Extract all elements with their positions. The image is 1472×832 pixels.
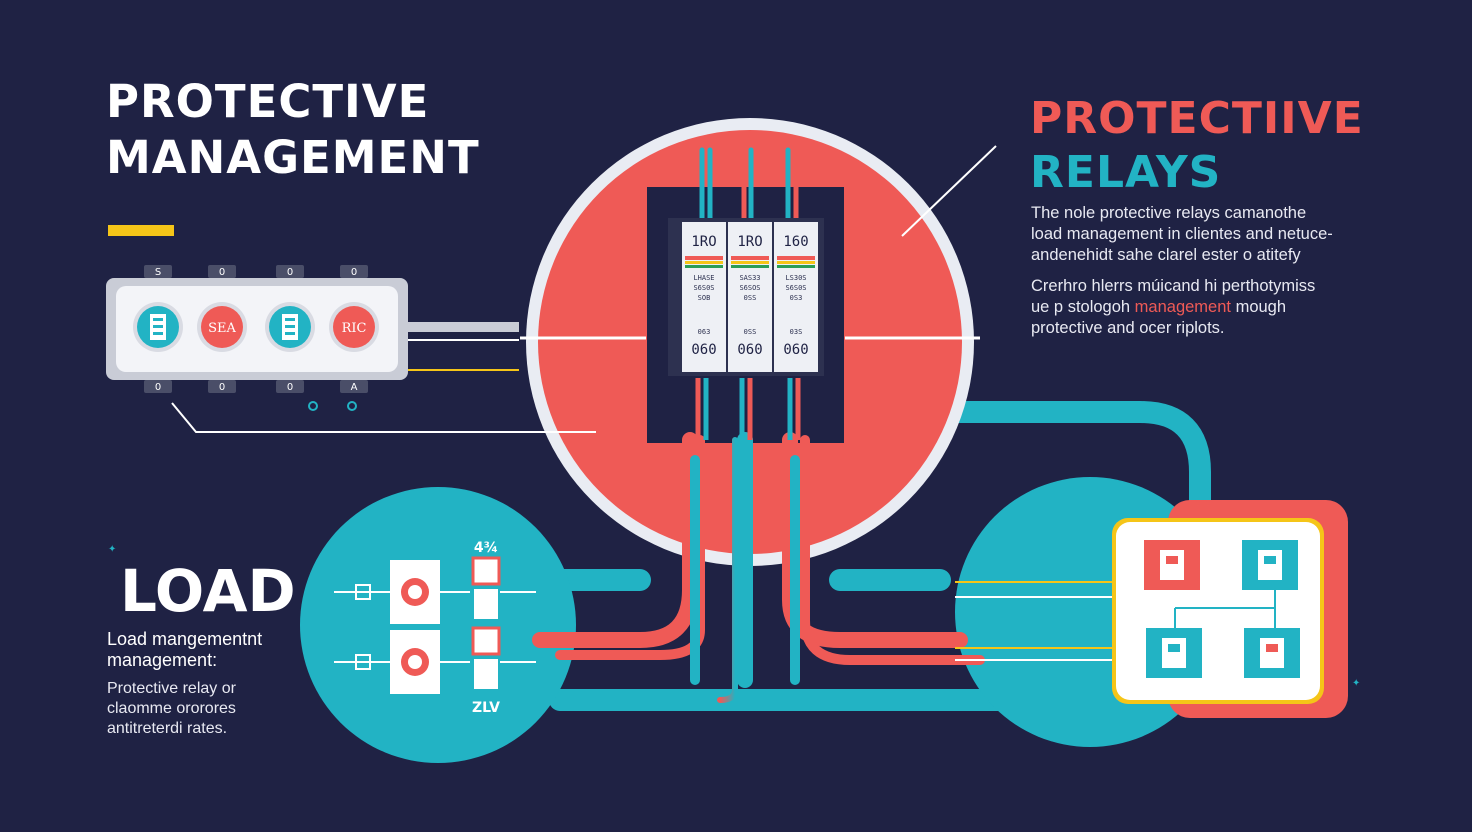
right-desc-prefix: ue p stologoh	[1031, 298, 1135, 316]
relay-bottom-label: 060	[783, 342, 808, 358]
load-circle	[300, 487, 576, 763]
control-relay-teal	[1242, 540, 1298, 590]
terminal-label: 0	[219, 267, 225, 278]
load-desc-line: antitreterdi rates.	[107, 720, 228, 737]
right-desc-suffix: mough	[1230, 298, 1287, 316]
relay-spec-text: S6S0S	[785, 284, 806, 292]
load-title: LOAD	[120, 557, 296, 625]
panel-buttons: SEA RIC	[133, 302, 379, 352]
relay-module-icon	[282, 314, 298, 340]
left-title-line1: PROTECTIVE	[106, 75, 430, 128]
right-title: PROTECTIIVE RELAYS	[1030, 92, 1364, 200]
load-desc-line: claomme ororores	[107, 700, 236, 717]
sparkle-icon: ✦	[1352, 678, 1360, 689]
indicator-led	[347, 401, 357, 411]
relay-spec-text: LHASE	[693, 274, 714, 282]
terminal-label: 0	[219, 382, 225, 393]
panel-indicator-button[interactable]	[265, 302, 315, 352]
right-description: The nole protective relays camanothe loa…	[1031, 203, 1411, 339]
terminal-screw: 0	[276, 265, 304, 278]
control-relay-teal	[1244, 628, 1300, 678]
terminal-screw: A	[340, 380, 368, 393]
indicator-led	[308, 401, 318, 411]
load-top-label: 4¾	[474, 540, 498, 556]
left-title-line2: MANAGEMENT	[106, 131, 480, 184]
panel-indicator-button[interactable]: SEA	[197, 302, 247, 352]
control-relay-red	[1144, 540, 1200, 590]
load-subtitle-line1: Load mangementnt	[107, 629, 263, 649]
relay-module-icon	[150, 314, 166, 340]
relay-top-label: 1RO	[691, 234, 716, 250]
load-subtitle: Load mangementnt management:	[107, 629, 262, 671]
relay-top-label: 160	[783, 234, 808, 250]
right-desc-line: The nole protective relays camanothe	[1031, 204, 1307, 222]
right-desc-line: protective and ocer riplots.	[1031, 319, 1225, 337]
relay-bottom-label: 060	[737, 342, 762, 358]
terminal-label: S	[155, 267, 161, 278]
terminal-screw: 0	[208, 265, 236, 278]
terminal-screw: 0	[144, 380, 172, 393]
relay-mid-label: 063	[698, 328, 711, 336]
wire-bundle	[532, 432, 985, 703]
relay-top-label: 1RO	[737, 234, 762, 250]
relay-spec-text: SAS33	[739, 274, 760, 282]
left-title: PROTECTIVE MANAGEMENT	[106, 74, 480, 186]
relay-spec-text: S6S0S	[693, 284, 714, 292]
relay-panel	[106, 278, 408, 380]
right-title-line1: PROTECTIIVE	[1030, 93, 1364, 144]
panel-indicator-button[interactable]: RIC	[329, 302, 379, 352]
load-schematic: 4¾ ZLV	[334, 540, 536, 716]
load-desc-line: Protective relay or	[107, 680, 236, 697]
terminal-screw: 0	[340, 265, 368, 278]
right-desc-line: andenehidt sahe clarel ester o atitefy	[1031, 246, 1301, 264]
title-pointer-line	[901, 145, 997, 237]
terminal-label: A	[351, 382, 358, 393]
right-desc-line: Crerhro hlerrs múicand hi perthotymiss	[1031, 277, 1316, 295]
relay-spec-text: LS30S	[785, 274, 806, 282]
control-panel	[1112, 500, 1348, 718]
control-relay-teal	[1146, 628, 1202, 678]
terminal-screw: 0	[208, 380, 236, 393]
terminal-label: 0	[155, 382, 161, 393]
button-label: RIC	[342, 321, 367, 336]
right-title-line2: RELAYS	[1030, 147, 1222, 198]
bottom-wires	[695, 378, 801, 440]
relay-mid-label: 0SS	[744, 328, 757, 336]
relay-spec-text: SOB	[698, 294, 711, 302]
load-subtitle-line2: management:	[107, 650, 218, 670]
load-bottom-label: ZLV	[472, 700, 500, 716]
right-desc-highlight: management	[1134, 298, 1231, 316]
relay-spec-text: S6SOS	[739, 284, 760, 292]
terminal-label: 0	[351, 267, 357, 278]
terminal-screw: 0	[276, 380, 304, 393]
sparkle-icon: ✦	[108, 544, 116, 555]
panel-indicator-button[interactable]	[133, 302, 183, 352]
teal-pipe-network	[549, 401, 1211, 711]
title-accent-bar	[108, 225, 174, 236]
relay-bottom-label: 060	[691, 342, 716, 358]
relay-module: 1RO LHASE S6S0S SOB 063 060	[682, 222, 726, 372]
relay-mid-label: 03S	[790, 328, 803, 336]
top-wires	[699, 147, 799, 221]
load-description: Protective relay or claomme ororores ant…	[107, 679, 236, 739]
control-feed-lines	[955, 581, 1112, 661]
right-desc-line: ue p stologoh management mough	[1031, 297, 1411, 318]
terminal-screw: S	[144, 265, 172, 278]
relay-spec-text: 0SS	[744, 294, 757, 302]
terminal-label: 0	[287, 382, 293, 393]
button-label: SEA	[208, 321, 236, 336]
relay-spec-text: 0S3	[790, 294, 803, 302]
load-relay-stack	[471, 556, 501, 691]
terminal-label: 0	[287, 267, 293, 278]
right-desc-line: load management in clientes and netuce-	[1031, 225, 1333, 243]
panel-connectors	[171, 322, 596, 433]
